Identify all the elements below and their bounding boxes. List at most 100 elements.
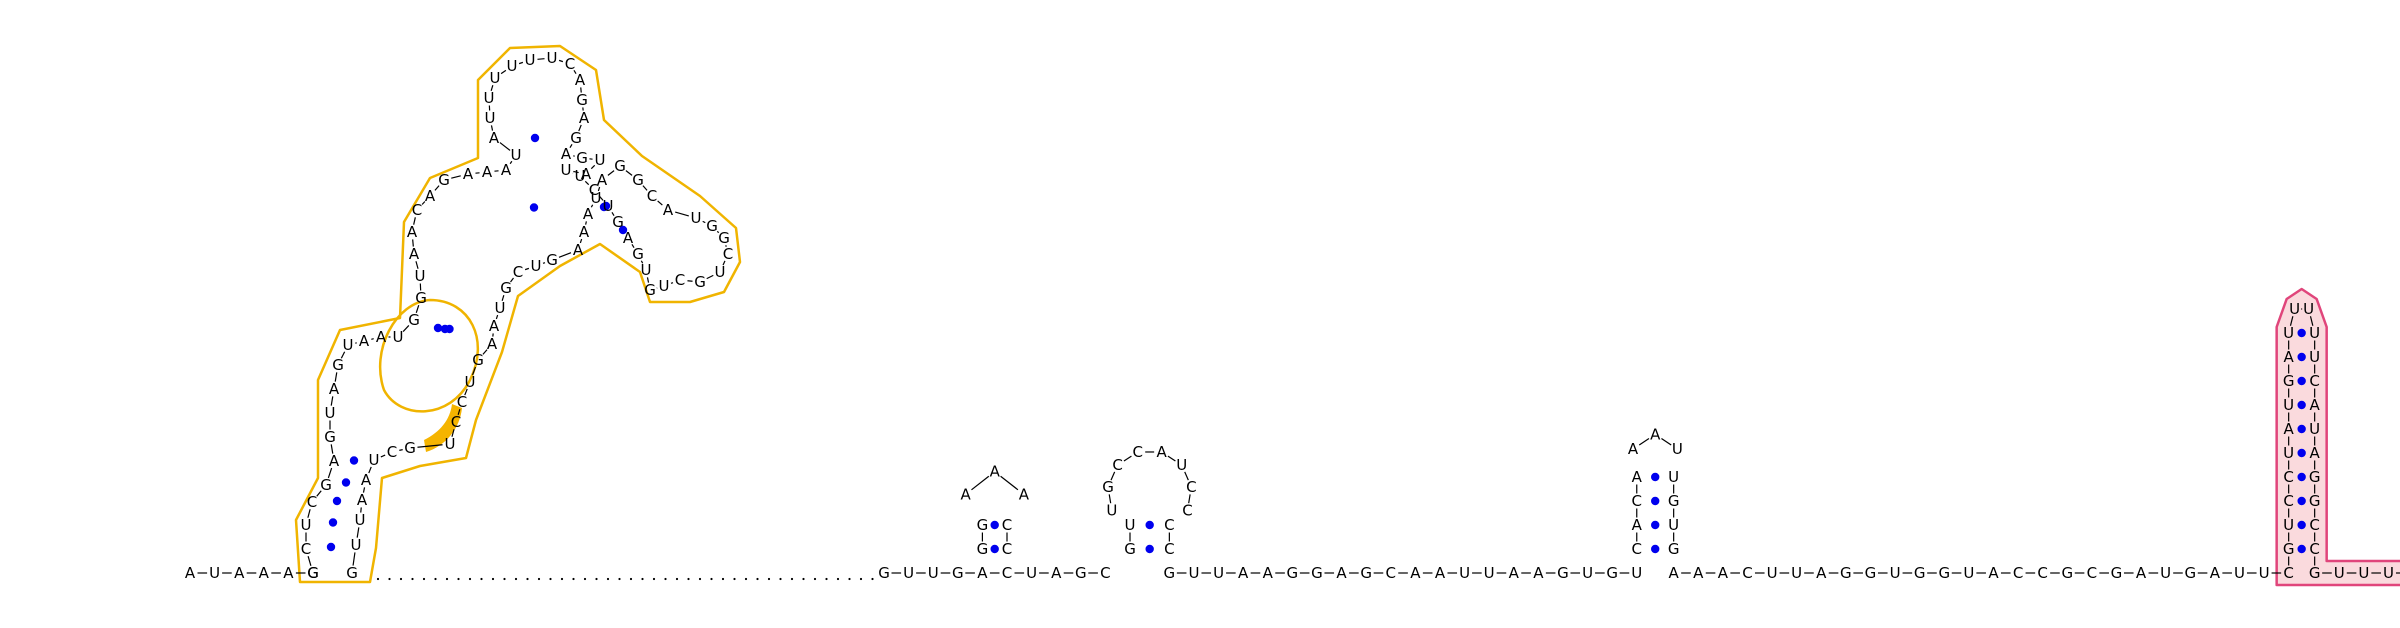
nucleotide-92: U	[355, 511, 366, 529]
backbone-bond	[1184, 471, 1189, 481]
backbone-bond	[417, 444, 443, 448]
backbone-bond	[330, 444, 334, 454]
base-pair-dot	[433, 323, 443, 333]
nucleotide-59: C	[675, 271, 685, 289]
spacer-dot	[549, 577, 552, 581]
backbone-bond	[642, 185, 648, 191]
nucleotide-12: A	[329, 452, 340, 470]
nucleotide-130: G	[1311, 564, 1323, 582]
backbone-bond	[579, 238, 583, 244]
base-pair-dot	[618, 225, 628, 235]
nucleotide-94: G	[346, 564, 358, 582]
spacer-dot	[503, 577, 506, 581]
backbone-bond	[360, 507, 362, 513]
nucleotide-192: U	[2303, 300, 2314, 318]
backbone-bond	[537, 58, 545, 60]
spacer-dot	[767, 577, 771, 581]
nucleotide-106: C	[1002, 540, 1012, 558]
nucleotide-169: C	[2013, 564, 2023, 582]
base-pair-dot	[2297, 424, 2306, 434]
nucleotide-57: G	[644, 281, 656, 299]
backbone-bond	[415, 304, 420, 314]
backbone-bond	[482, 349, 488, 355]
nucleotide-13: G	[324, 428, 336, 446]
base-pair-dot	[2297, 328, 2306, 338]
nucleotide-74: A	[573, 241, 584, 259]
nucleotide-9: U	[301, 516, 312, 534]
backbone-bond	[495, 314, 499, 320]
nucleotide-117: C	[1132, 443, 1142, 461]
backbone-bond	[598, 195, 604, 201]
nucleotide-122: C	[1164, 516, 1174, 534]
nucleotide-39: U	[547, 49, 558, 67]
nucleotide-179: U	[2259, 564, 2270, 582]
backbone-bond	[558, 59, 564, 63]
spacer-dot	[388, 577, 391, 581]
backbone-bond	[625, 170, 633, 176]
backbone-bond	[578, 124, 582, 132]
nucleotide-190: U	[2283, 324, 2294, 342]
nucleotide-149: A	[1650, 425, 1661, 443]
base-pair-dot	[440, 324, 450, 334]
spacer-dot	[399, 577, 403, 581]
nucleotide-196: A	[2310, 396, 2321, 414]
backbone-bond	[307, 509, 311, 518]
nucleotide-67: C	[647, 187, 657, 205]
backbone-bond	[646, 277, 650, 283]
nucleotide-124: G	[1164, 564, 1176, 582]
nucleotide-99: A	[977, 564, 988, 582]
nucleotide-121: C	[1182, 502, 1192, 520]
backbone-bond	[380, 454, 386, 458]
nucleotide-108: U	[1026, 564, 1037, 582]
nucleotide-77: C	[513, 263, 523, 281]
nucleotide-150: U	[1672, 440, 1683, 458]
backbone-bond	[464, 388, 468, 396]
spacer-dot	[572, 577, 575, 581]
backbone-bond	[368, 466, 372, 474]
spacer-dot	[514, 577, 518, 581]
backbone-bond	[490, 85, 494, 91]
backbone-bond	[334, 372, 338, 382]
nucleotide-21: G	[408, 311, 420, 329]
spacer-dot	[756, 577, 759, 581]
backbone-bond	[670, 282, 674, 284]
backbone-bond	[330, 396, 334, 406]
base-pair-dot	[2297, 496, 2306, 506]
nucleotide-156: A	[1693, 564, 1704, 582]
nucleotide-38: U	[525, 51, 536, 69]
nucleotide-66: A	[663, 201, 674, 219]
spacer-dot	[618, 577, 621, 581]
backbone-bond	[542, 262, 546, 264]
nucleotide-180: C	[2283, 564, 2293, 582]
nucleotide-194: U	[2309, 348, 2320, 366]
backbone-bond	[607, 170, 615, 176]
nucleotide-1: A	[185, 564, 196, 582]
nucleotide-142: G	[1606, 564, 1618, 582]
nucleotide-181: G	[2283, 540, 2295, 558]
backbone-bond	[687, 280, 693, 282]
nucleotide-151: U	[1668, 468, 1679, 486]
nucleotide-202: C	[2309, 540, 2319, 558]
nucleotide-198: A	[2310, 444, 2321, 462]
spacer-dot	[445, 577, 449, 581]
nucleotide-103: A	[990, 463, 1001, 481]
nucleotide-60: G	[694, 273, 706, 291]
nucleotide-105: C	[1002, 516, 1012, 534]
backbone-bond	[509, 160, 513, 165]
nucleotide-138: A	[1509, 564, 1520, 582]
spacer-dot	[836, 577, 840, 581]
nucleotide-172: C	[2087, 564, 2097, 582]
base-pair-dot	[2297, 400, 2306, 410]
nucleotide-176: G	[2184, 564, 2196, 582]
nucleotide-126: U	[1213, 564, 1224, 582]
nucleotide-86: U	[445, 435, 456, 453]
nucleotide-158: C	[1742, 564, 1752, 582]
backbone-bond	[569, 144, 573, 148]
nucleotide-161: A	[1816, 564, 1827, 582]
nucleotide-135: A	[1435, 564, 1446, 582]
nucleotide-113: U	[1125, 516, 1136, 534]
nucleotide-116: C	[1112, 456, 1122, 474]
nucleotide-33: A	[489, 129, 500, 147]
backbone-bond	[412, 239, 414, 247]
